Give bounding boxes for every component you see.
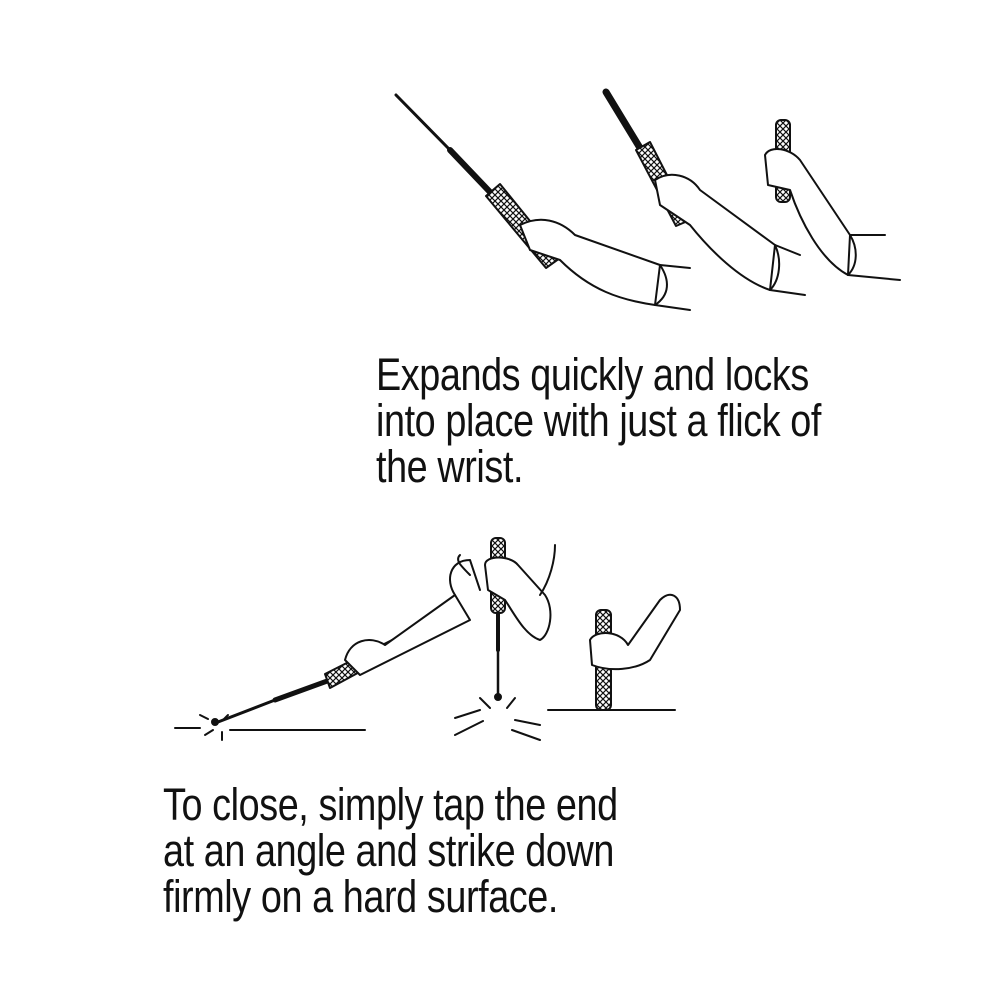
caption-line: into place with just a flick of xyxy=(376,395,822,446)
strike-down-arm xyxy=(454,537,676,741)
half-extended-baton-arm xyxy=(602,88,806,296)
closed-baton-on-surface xyxy=(589,593,681,711)
extended-baton-arm xyxy=(394,93,691,311)
caption-line: the wrist. xyxy=(376,441,524,492)
close-caption: To close, simply tap the end at an angle… xyxy=(163,782,618,920)
closed-baton-arm xyxy=(764,119,901,281)
caption-line: firmly on a hard surface. xyxy=(163,871,558,922)
caption-line: Expands quickly and locks xyxy=(376,349,809,400)
tap-at-angle-arm xyxy=(174,559,481,741)
expand-caption: Expands quickly and locks into place wit… xyxy=(376,352,821,490)
caption-line: at an angle and strike down xyxy=(163,825,614,876)
caption-line: To close, simply tap the end xyxy=(163,779,618,830)
